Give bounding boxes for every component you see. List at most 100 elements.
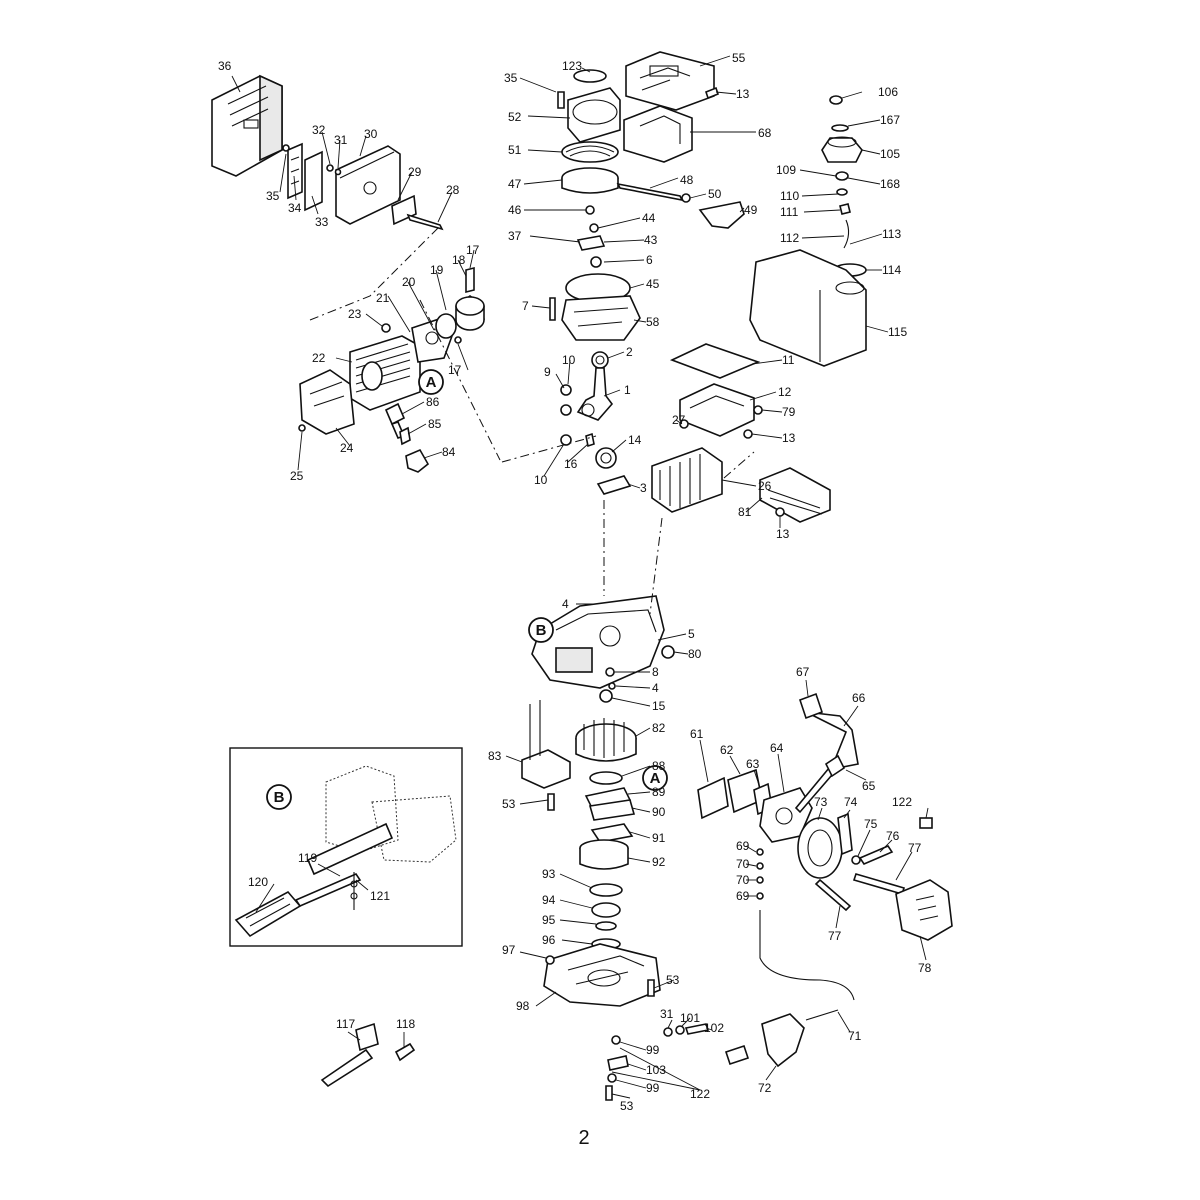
part-label: 22 xyxy=(312,351,326,365)
part-label: 53 xyxy=(620,1099,634,1113)
part-label: 85 xyxy=(428,417,442,431)
part-label: 16 xyxy=(564,457,578,471)
screw-35b xyxy=(557,91,565,109)
flywheel xyxy=(575,718,637,762)
part-label: 23 xyxy=(348,307,362,321)
bolt-102 xyxy=(684,1023,710,1035)
part-label: 118 xyxy=(396,1017,415,1031)
crankshaft xyxy=(576,367,614,421)
part-label: 63 xyxy=(746,757,760,771)
part-label: 13 xyxy=(736,87,750,101)
part-label: 70 xyxy=(736,873,750,887)
bearing-lower-10 xyxy=(560,434,572,446)
part-label: 50 xyxy=(708,187,722,201)
inset-b-frame xyxy=(229,747,463,947)
bracket-11 xyxy=(669,343,761,379)
bearing-94 xyxy=(591,902,621,918)
part-label: 33 xyxy=(315,215,329,229)
part-label: 4 xyxy=(562,597,569,611)
washer-69a xyxy=(756,848,764,856)
piston xyxy=(455,295,485,331)
air-cleaner-cover-78 xyxy=(895,879,953,941)
starter-guard xyxy=(625,51,715,111)
part-label: 105 xyxy=(880,147,900,161)
callout-a-flywheel: A xyxy=(642,765,668,791)
part-label: 31 xyxy=(660,1007,674,1021)
filter-rod xyxy=(406,213,444,231)
screw-53c xyxy=(605,1085,613,1101)
part-label: 82 xyxy=(652,721,666,735)
part-label: 97 xyxy=(502,943,516,957)
piston-ring xyxy=(435,313,457,339)
bolt-77b xyxy=(814,878,852,912)
bolt-7 xyxy=(549,297,556,321)
svg-text:B: B xyxy=(274,789,285,806)
washer-75 xyxy=(851,855,861,865)
part-label: 62 xyxy=(720,743,734,757)
wrist-pin xyxy=(465,266,475,294)
part-label: 44 xyxy=(642,211,656,225)
clip-99a xyxy=(611,1035,621,1045)
part-label: 98 xyxy=(516,999,530,1013)
washer-46 xyxy=(585,205,595,215)
boss-80 xyxy=(661,645,675,659)
part-label: 70 xyxy=(736,857,750,871)
air-filter-gasket xyxy=(391,194,417,226)
part-label: 1 xyxy=(624,383,631,397)
part-label: 77 xyxy=(828,929,842,943)
part-label: 6 xyxy=(646,253,653,267)
part-label: 94 xyxy=(542,893,556,907)
plug-122a xyxy=(919,817,933,829)
ignition-coil xyxy=(521,700,571,789)
part-label: 167 xyxy=(880,113,900,127)
part-label: 13 xyxy=(776,527,790,541)
part-label: 83 xyxy=(488,749,502,763)
guard-mount xyxy=(623,105,693,163)
part-label: 103 xyxy=(646,1063,666,1077)
part-label: 86 xyxy=(426,395,440,409)
part-label: 74 xyxy=(844,795,858,809)
part-label: 111 xyxy=(780,205,799,219)
callout-a-cylinder: A xyxy=(418,369,444,395)
pin-8 xyxy=(605,667,615,677)
part-label: 101 xyxy=(680,1011,700,1025)
screwdriver-118 xyxy=(394,1042,416,1062)
pawl-43 xyxy=(576,235,606,251)
part-label: 51 xyxy=(508,143,522,157)
shroud-26 xyxy=(651,447,723,513)
bearing-upper-10 xyxy=(560,404,572,416)
screw-25 xyxy=(298,424,306,432)
inset-b-assembly xyxy=(234,765,457,938)
recoil-spring xyxy=(561,141,619,163)
clutch-spring-91 xyxy=(590,823,634,843)
screw-13b xyxy=(743,429,753,439)
part-label: 12 xyxy=(778,385,792,399)
bracket-12 xyxy=(679,383,755,437)
part-label: 99 xyxy=(646,1081,660,1095)
part-label: 72 xyxy=(758,1081,772,1095)
part-label: 20 xyxy=(402,275,416,289)
part-label: 37 xyxy=(508,229,522,243)
fan-housing xyxy=(561,295,641,341)
washer-32 xyxy=(326,164,334,172)
part-label: 75 xyxy=(864,817,878,831)
part-label: 84 xyxy=(442,445,456,459)
key-4 xyxy=(608,682,616,690)
part-label: 112 xyxy=(780,231,799,245)
part-label: 14 xyxy=(628,433,642,447)
part-label: 35 xyxy=(504,71,518,85)
part-label: 49 xyxy=(744,203,758,217)
part-label: 109 xyxy=(776,163,796,177)
part-label: 92 xyxy=(652,855,666,869)
screw-27 xyxy=(679,419,689,429)
nut-31 xyxy=(334,168,342,176)
part-label: 15 xyxy=(652,699,666,713)
part-label: 96 xyxy=(542,933,556,947)
part-label: 66 xyxy=(852,691,866,705)
key-16 xyxy=(585,432,595,448)
screw-13c xyxy=(775,507,785,517)
part-label: 90 xyxy=(652,805,666,819)
part-label: 102 xyxy=(704,1021,724,1035)
bolt-77a xyxy=(852,873,906,895)
filter-plate xyxy=(304,150,323,212)
